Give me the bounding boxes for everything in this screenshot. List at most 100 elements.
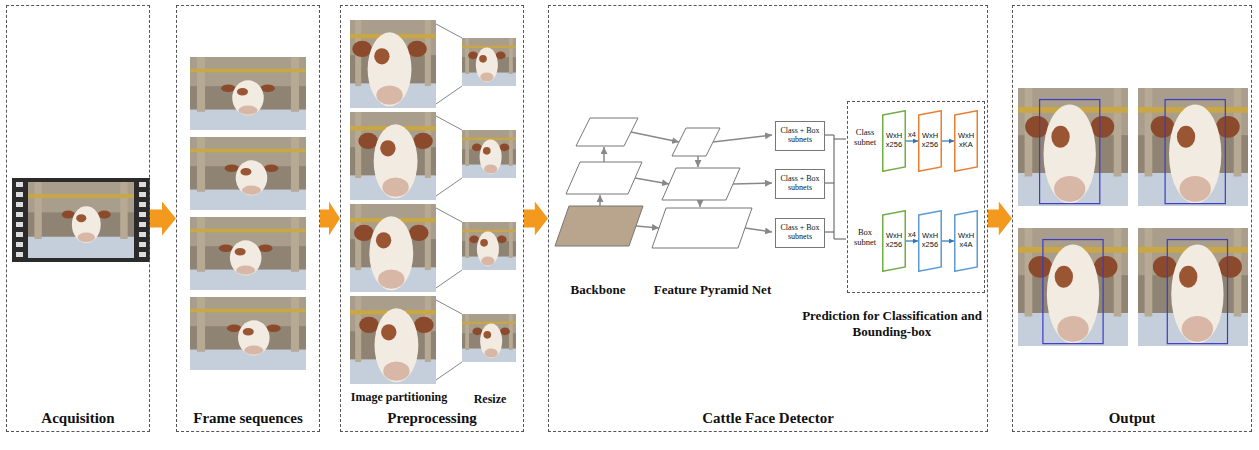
film-hole [16, 232, 23, 237]
photo-floor [462, 73, 516, 86]
cow-muzzle [378, 270, 404, 289]
stage-panel: Preprocessing [340, 5, 524, 432]
fence-bar [28, 194, 134, 198]
cow-head [236, 160, 268, 195]
cow-patch [480, 239, 488, 247]
cow-head [477, 232, 499, 267]
cow-patch [483, 147, 491, 155]
cow-patch [76, 214, 86, 222]
fence-post [1114, 88, 1122, 177]
cow-ear [1094, 256, 1118, 278]
fence-post [1145, 228, 1153, 317]
cow-patch [237, 88, 248, 96]
fence-post [197, 57, 205, 112]
cow-ear [1091, 116, 1115, 138]
cow-patch [1177, 126, 1195, 148]
edge-label: x4 [908, 231, 916, 239]
cow-head [1044, 105, 1096, 204]
cow-patch [380, 140, 395, 156]
gray-arrow [733, 183, 772, 184]
fence-post [465, 314, 469, 350]
stage-panel: Acquisition [6, 5, 150, 432]
feature-plane [652, 208, 752, 248]
module-label: Backbone [556, 282, 640, 298]
photo-floor [1018, 313, 1128, 346]
gray-arrow [603, 147, 605, 162]
cow-ear [359, 317, 379, 333]
prediction-caption: Prediction for Classification and Boundi… [797, 308, 987, 341]
cow-patch [1051, 126, 1069, 148]
module-label: Feature Pyramid Net [645, 282, 780, 298]
cow-ear [1216, 116, 1240, 138]
cow-ear [1153, 256, 1177, 278]
feature-map-shape [919, 211, 942, 272]
cow-ear [227, 324, 241, 332]
cow-patch [376, 232, 391, 248]
cow-ear [407, 41, 427, 57]
fence-post [291, 57, 299, 112]
photo-floor [350, 359, 436, 384]
photo-background [350, 112, 436, 200]
feature-map-label: WxH x256 [883, 232, 905, 249]
bracket-line [824, 232, 834, 233]
fence-bar [462, 322, 516, 324]
stage-panel: Output [1012, 5, 1252, 432]
feature-plane [662, 168, 740, 200]
cow-ear [261, 84, 275, 92]
film-hole [16, 212, 23, 217]
cow-head [230, 240, 262, 275]
film-hole [16, 182, 23, 187]
cow-ear [258, 244, 272, 252]
fence-post [197, 217, 205, 272]
cow-ear [225, 164, 239, 172]
cow-muzzle [1182, 316, 1213, 342]
cow-muzzle [236, 266, 255, 275]
bracket-line [834, 239, 846, 240]
cow-patch [483, 331, 491, 339]
cow-muzzle [1179, 176, 1210, 202]
cow-ear [500, 328, 510, 336]
feature-arrow [942, 140, 954, 141]
photo-floor [462, 165, 516, 178]
stage-title: Cattle Face Detector [702, 409, 834, 427]
film-hole [139, 232, 146, 237]
fence-post [425, 20, 431, 86]
cow-patch [479, 55, 487, 63]
flow-arrow [988, 202, 1012, 236]
subnet-label: Class + Box subnets [778, 127, 822, 145]
cow-head [374, 124, 418, 198]
fence-post [509, 38, 513, 74]
film-hole [16, 252, 23, 257]
bracket-line [824, 135, 834, 136]
feature-plane [555, 206, 643, 246]
stage-title: Acquisition [41, 409, 114, 427]
stage-title: Frame sequences [193, 409, 303, 427]
photo-background [350, 296, 436, 384]
cow-patch [374, 48, 389, 64]
feature-map-shape [955, 111, 978, 172]
feature-map: WxH xKA [954, 110, 978, 172]
fence-bar [462, 46, 516, 48]
photo-background [1018, 228, 1128, 346]
cow-ear [1218, 256, 1242, 278]
fence-bar [190, 149, 306, 153]
photo-floor [462, 257, 516, 270]
stage-step-label: Resize [458, 392, 522, 406]
photo-background [462, 314, 516, 362]
cow-head [238, 320, 270, 355]
subnet-box: Class + Box subnets [775, 218, 825, 248]
feature-map: WxH x256 [918, 210, 942, 272]
cow-muzzle [244, 346, 263, 355]
photo-floor [350, 175, 436, 200]
cow-patch [240, 168, 251, 176]
photo-background [1018, 88, 1128, 206]
cow-ear [266, 324, 280, 332]
fence-post [291, 217, 299, 272]
bounding-box [1040, 100, 1100, 204]
photo-background [1138, 88, 1248, 206]
stage-panel: Frame sequences [176, 5, 320, 432]
flow-arrow [150, 202, 176, 236]
subnet-label: Class + Box subnets [778, 224, 822, 242]
flow-arrow [524, 202, 548, 236]
